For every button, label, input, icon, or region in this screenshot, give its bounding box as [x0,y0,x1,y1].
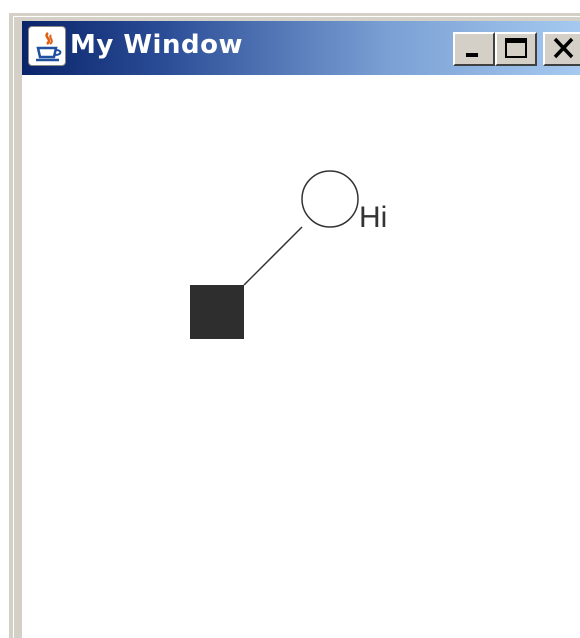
maximize-button[interactable] [495,32,537,66]
minimize-button[interactable] [453,32,495,66]
minimize-icon [466,53,478,57]
close-button[interactable] [543,32,580,66]
window-title: My Window [70,30,243,60]
node-label: Hi [359,201,387,234]
circle-node[interactable] [301,170,359,228]
java-cup-icon[interactable] [28,26,66,66]
drawing-surface: Hi [190,170,387,339]
drawing-canvas[interactable]: Hi [22,75,580,638]
square-node[interactable] [190,285,244,339]
connector-line [243,226,303,286]
title-bar[interactable]: My Window [22,21,580,75]
maximize-icon [505,38,527,58]
close-icon [553,37,574,59]
app-window: My Window Hi [9,13,580,638]
